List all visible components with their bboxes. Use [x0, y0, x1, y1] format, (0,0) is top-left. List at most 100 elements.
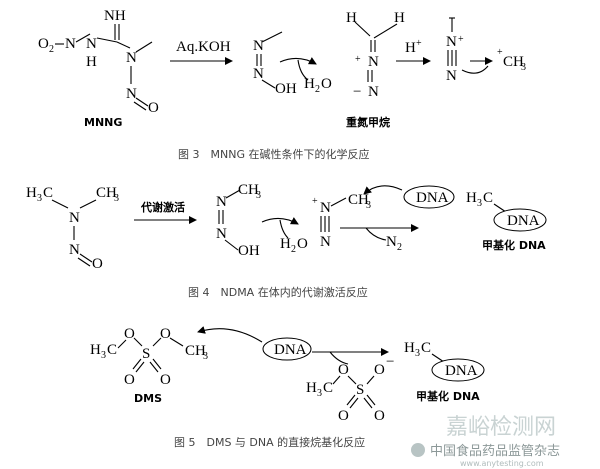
atom-s: S — [356, 382, 364, 398]
figure-4: H 3 C CH 3 N N O 代谢激活 N CH 3 N OH — [26, 182, 547, 299]
dna-label: DNA — [416, 190, 449, 206]
dna-label: DNA — [507, 213, 540, 229]
dna-ellipse — [262, 337, 312, 361]
atom-ch3: CH — [348, 192, 369, 208]
figure-5: H 3 C O S O CH 3 O O DMS DNA H 3 — [90, 326, 485, 449]
bond — [152, 358, 162, 370]
atom-h3c: H — [26, 185, 37, 201]
atom-n: N — [446, 34, 457, 50]
atom-h3c: H — [466, 190, 477, 206]
arrow-branch — [297, 59, 309, 81]
bond — [169, 337, 184, 347]
bond-methyl — [135, 41, 153, 53]
mnng-structure: NH O 2 N N H N N O — [38, 8, 159, 116]
bond — [133, 337, 143, 347]
bond — [349, 397, 359, 409]
bond — [225, 189, 241, 199]
methylated-dna-label: 甲基化 DNA — [416, 389, 480, 403]
atom-n: N — [65, 36, 76, 52]
atom-o: O — [338, 408, 349, 424]
bond — [51, 199, 69, 209]
atom-sub: 3 — [203, 351, 208, 362]
atom-s: S — [142, 346, 150, 362]
water: H — [304, 76, 315, 92]
atom-oh: OH — [238, 243, 260, 259]
atom-h3c: H — [404, 340, 415, 356]
carbocation: CH — [503, 54, 524, 70]
figure-3-caption: 图 3 MNNG 在碱性条件下的化学反应 — [178, 147, 369, 161]
intermediate-structure: N CH 3 N OH — [216, 182, 261, 259]
atom-o: O — [374, 408, 385, 424]
bond — [224, 239, 239, 251]
watermark-title: 嘉峪检测网 — [446, 415, 556, 440]
bond — [116, 41, 131, 49]
attack-arrow — [363, 185, 403, 195]
bond — [373, 23, 398, 39]
bond — [330, 197, 347, 207]
bond — [346, 394, 356, 406]
methylated-dna: H 3 C DNA — [404, 340, 485, 382]
atom-c: C — [483, 190, 493, 206]
atom-n: N — [368, 54, 379, 70]
dna-ellipse — [493, 208, 547, 232]
atom-sub: 3 — [415, 348, 420, 359]
dna-label: DNA — [274, 342, 307, 358]
bond — [133, 101, 147, 111]
bond — [132, 358, 142, 370]
proton-charge: + — [416, 38, 422, 49]
bond — [366, 375, 375, 385]
atom-h3c: H — [90, 342, 101, 358]
atom-o: O — [92, 256, 103, 272]
bond-methyl — [261, 31, 283, 43]
atom-n: N — [446, 68, 457, 84]
atom-h: H — [394, 10, 405, 26]
atom-n: N — [86, 36, 97, 52]
charge-plus: + — [355, 54, 361, 65]
atom-ch3: CH — [185, 343, 206, 359]
bond — [79, 253, 93, 263]
wechat-icon — [411, 443, 425, 457]
methyldiazonium-structure: N + N — [446, 17, 464, 84]
diazomethane-structure: H H N + N − — [346, 10, 405, 100]
watermark: 嘉峪检测网 中国食品药品监管杂志 www.anytesting.com — [411, 415, 560, 468]
atom-n: N — [126, 86, 137, 102]
arrow-branch — [329, 351, 349, 365]
atom-sub: 2 — [49, 44, 54, 55]
methylated-dna: H 3 C DNA — [466, 190, 547, 232]
atom-n: N — [126, 50, 137, 66]
charge-plus: + — [312, 196, 318, 207]
arrow-curve — [461, 65, 489, 74]
methylated-dna-label: 甲基化 DNA — [482, 238, 546, 252]
proton: H — [405, 40, 416, 56]
charge-minus: − — [386, 354, 394, 370]
bond — [135, 97, 149, 107]
atom-n: N — [216, 226, 227, 242]
bond — [332, 375, 341, 385]
bond — [117, 339, 127, 349]
arrow — [261, 217, 299, 225]
atom-n: N — [216, 194, 227, 210]
atom-h: H — [346, 10, 357, 26]
bond — [152, 337, 162, 347]
watermark-url: www.anytesting.com — [460, 459, 544, 468]
dms-structure: H 3 C O S O CH 3 O O — [90, 326, 208, 388]
bond — [363, 397, 373, 409]
dms-label: DMS — [134, 392, 162, 405]
carbocation-sub: 3 — [521, 62, 526, 73]
arrow-branch — [365, 227, 387, 241]
bond — [149, 361, 159, 373]
reagent-label: 代谢激活 — [140, 200, 185, 214]
arrow-branch — [279, 219, 289, 239]
diazomethane-label: 重氮甲烷 — [346, 115, 390, 129]
dna-ellipse — [431, 358, 485, 382]
atom-o: O — [338, 362, 349, 378]
bond — [96, 37, 118, 43]
bond — [135, 361, 145, 373]
atom-h: H — [86, 54, 97, 70]
arrow — [279, 57, 317, 65]
atom-sub: 3 — [366, 200, 371, 211]
atom-o: O — [374, 362, 385, 378]
n2-gas-sub: 2 — [397, 242, 402, 253]
atom-sub: 3 — [101, 350, 106, 361]
n2-gas: N — [386, 234, 397, 250]
